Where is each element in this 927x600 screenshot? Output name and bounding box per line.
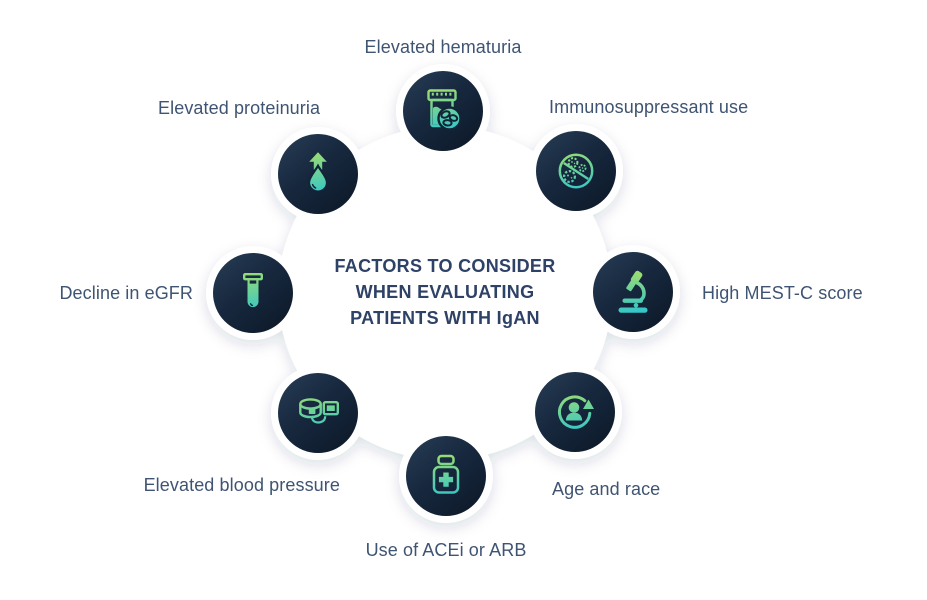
page-title: FACTORS TO CONSIDER WHEN EVALUATING PATI… [334,256,556,328]
label-high-mest-c-score: High MEST-C score [702,283,863,303]
immunosuppressant-no-germs-icon [558,153,594,189]
blood-pressure-monitor-icon [299,398,339,424]
person-refresh-icon [557,395,594,429]
node-use-of-acei-or-arb [406,436,486,516]
label-immunosuppressant-use: Immunosuppressant use [549,97,749,117]
medicine-bottle-cross-icon [432,454,460,494]
label-use-of-acei-or-arb: Use of ACEi or ARB [365,540,527,560]
node-decline-in-egfr [213,253,293,333]
node-immunosuppressant-use [536,131,616,211]
node-elevated-hematuria [403,71,483,151]
label-age-and-race: Age and race [552,479,661,499]
node-high-mest-c-score [593,252,673,332]
node-elevated-blood-pressure [278,373,358,453]
node-elevated-proteinuria [278,134,358,214]
microscope-icon [618,270,648,313]
label-elevated-hematuria: Elevated hematuria [364,37,522,57]
droplet-arrow-up-icon [307,152,329,193]
test-tube-icon [242,272,264,308]
node-age-and-race [535,372,615,452]
label-elevated-blood-pressure: Elevated blood pressure [143,475,340,495]
label-decline-in-egfr: Decline in eGFR [59,283,193,303]
specimen-cup-blood-cells-icon [427,89,462,131]
label-elevated-proteinuria: Elevated proteinuria [158,98,321,118]
